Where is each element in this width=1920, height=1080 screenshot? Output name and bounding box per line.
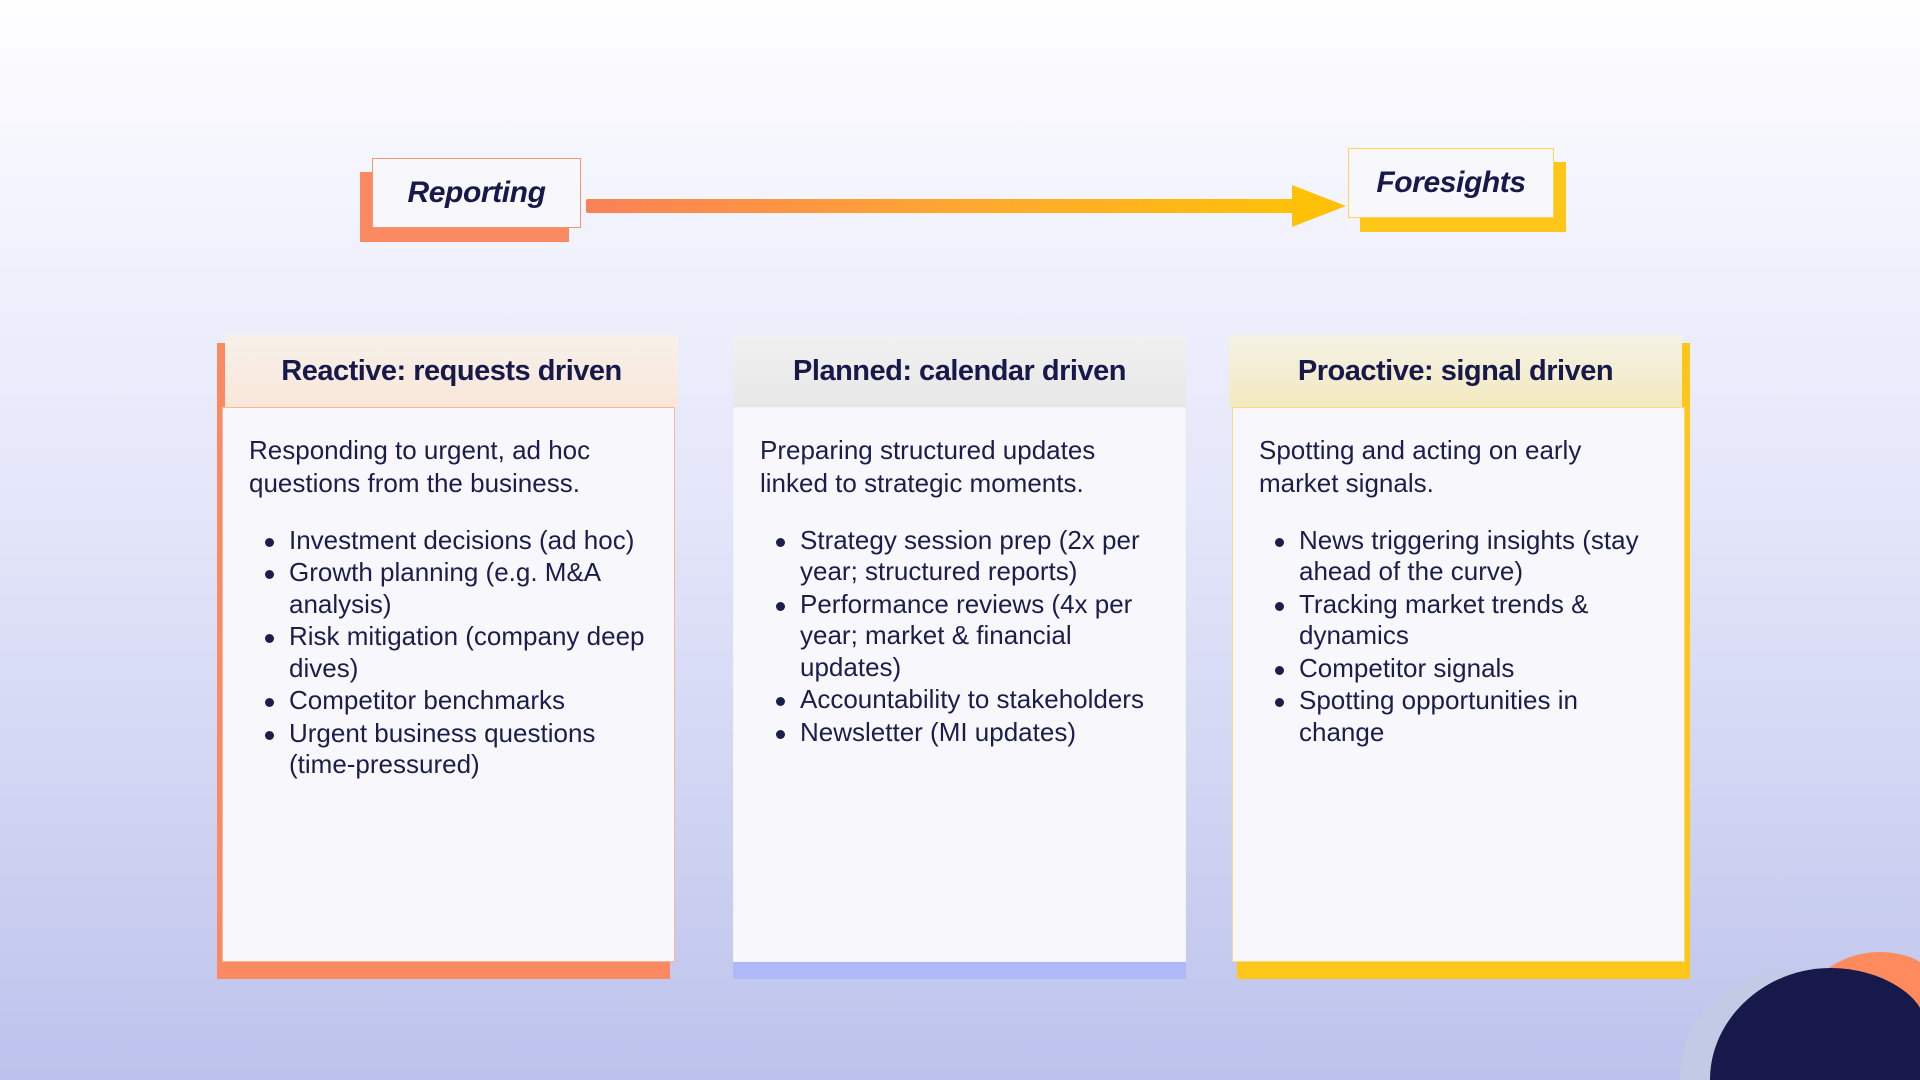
list-item: Spotting opportunities in change <box>1275 685 1658 748</box>
card-body-proactive: Spotting and acting on early market sign… <box>1232 407 1685 962</box>
card-bullet-list: Investment decisions (ad hoc) Growth pla… <box>249 525 648 781</box>
list-item: Competitor benchmarks <box>265 685 648 716</box>
foresights-pill-label: Foresights <box>1376 166 1526 199</box>
card-header-reactive: Reactive: requests driven <box>225 335 678 407</box>
list-item: Urgent business questions (time-pressure… <box>265 718 648 781</box>
card-reactive[interactable]: Reactive: requests driven Responding to … <box>222 335 678 962</box>
list-item: Risk mitigation (company deep dives) <box>265 621 648 684</box>
cards-row: Reactive: requests driven Responding to … <box>0 335 1920 979</box>
list-item: Competitor signals <box>1275 653 1658 684</box>
list-item: Newsletter (MI updates) <box>776 717 1159 748</box>
card-title: Planned: calendar driven <box>793 354 1126 387</box>
list-item: Accountability to stakeholders <box>776 684 1159 715</box>
card-description: Spotting and acting on early market sign… <box>1259 435 1582 498</box>
card-bullet-list: Strategy session prep (2x per year; stru… <box>760 525 1159 748</box>
card-header-proactive: Proactive: signal driven <box>1229 335 1682 407</box>
spectrum-row: Reporting Foresights <box>0 148 1920 278</box>
reporting-pill-label: Reporting <box>407 176 546 209</box>
card-header-planned: Planned: calendar driven <box>733 335 1186 407</box>
list-item: Performance reviews (4x per year; market… <box>776 589 1159 683</box>
card-body-reactive: Responding to urgent, ad hoc questions f… <box>222 407 675 962</box>
card-body-planned: Preparing structured updates linked to s… <box>733 407 1186 962</box>
card-bullet-list: News triggering insights (stay ahead of … <box>1259 525 1658 748</box>
list-item: Strategy session prep (2x per year; stru… <box>776 525 1159 588</box>
list-item: Growth planning (e.g. M&A analysis) <box>265 557 648 620</box>
reporting-pill[interactable]: Reporting <box>372 158 581 228</box>
card-planned[interactable]: Planned: calendar driven Preparing struc… <box>733 335 1186 962</box>
foresights-pill[interactable]: Foresights <box>1348 148 1554 218</box>
spectrum-arrow-icon <box>586 185 1346 227</box>
list-item: Tracking market trends & dynamics <box>1275 589 1658 652</box>
card-description: Preparing structured updates linked to s… <box>760 435 1096 498</box>
card-description: Responding to urgent, ad hoc questions f… <box>249 435 591 498</box>
list-item: News triggering insights (stay ahead of … <box>1275 525 1658 588</box>
card-title: Reactive: requests driven <box>281 354 622 387</box>
list-item: Investment decisions (ad hoc) <box>265 525 648 556</box>
card-title: Proactive: signal driven <box>1297 354 1614 387</box>
card-proactive[interactable]: Proactive: signal driven Spotting and ac… <box>1229 335 1685 962</box>
